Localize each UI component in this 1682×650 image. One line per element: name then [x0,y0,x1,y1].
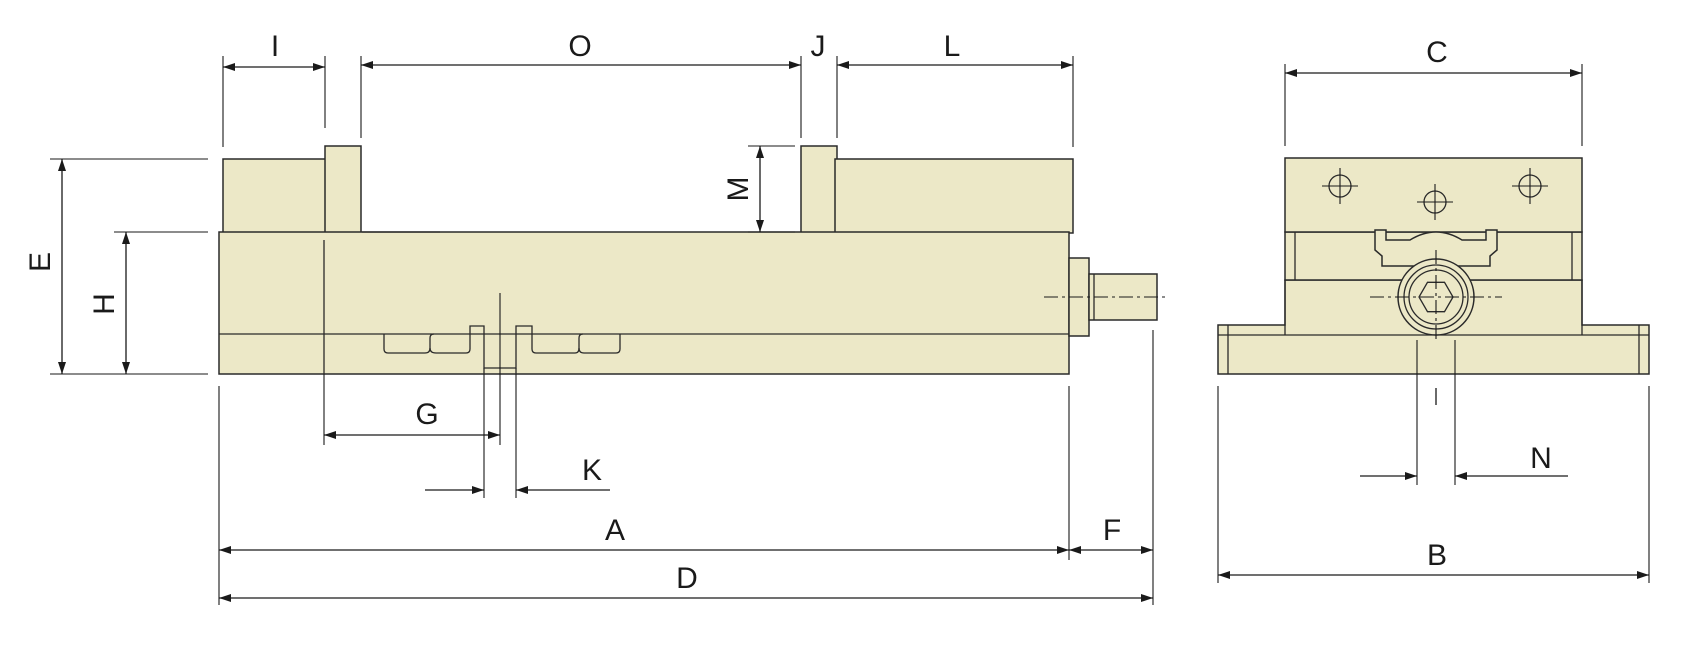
dimension-lines [58,61,1649,602]
front-view [218,145,1168,375]
fixed-jaw-plate [324,145,362,234]
label-N: N [1530,442,1552,475]
dimension-labels: I O J L C E H M G K A F D B N [24,30,1552,595]
movable-jaw-plate [800,145,838,234]
left-slot-inner [429,334,471,354]
bolt-hole-center [1417,184,1453,220]
label-M: M [722,177,755,202]
label-A: A [605,514,625,547]
movable-jaw-block [834,158,1074,234]
label-O: O [568,30,591,63]
bolt-hole-right [1512,168,1548,204]
side-saddle [1374,229,1498,267]
bolt-hole-left [1322,168,1358,204]
label-F: F [1103,514,1121,547]
side-view [1217,157,1650,375]
screw-end-view [1370,250,1502,343]
side-jaw [1284,157,1583,233]
label-I: I [271,30,279,63]
label-G: G [415,398,438,431]
label-E: E [24,252,57,272]
label-C: C [1426,36,1448,69]
hex-socket [1418,281,1454,313]
right-slot-inner [578,334,621,354]
label-B: B [1427,539,1447,572]
label-L: L [944,30,961,63]
label-D: D [676,562,698,595]
extension-lines [50,56,1650,605]
label-H: H [88,293,121,315]
label-J: J [811,30,826,63]
fixed-jaw-block [222,158,329,234]
label-K: K [582,454,602,487]
left-slot [383,333,435,354]
right-slot [531,333,584,354]
vise-base [218,231,1070,375]
